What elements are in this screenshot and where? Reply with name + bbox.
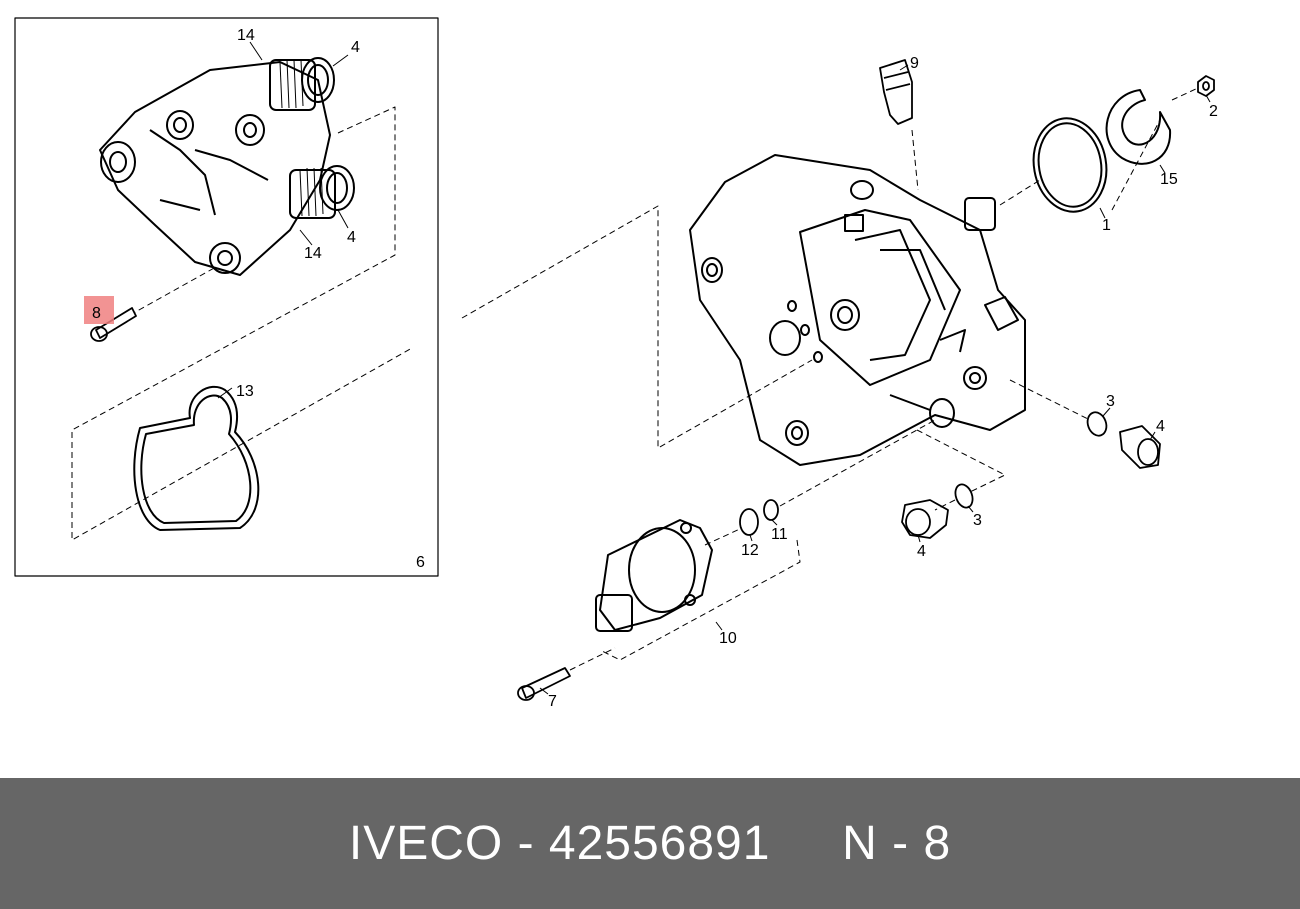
thread-lines (279, 59, 324, 217)
label-7: 7 (548, 693, 557, 710)
seal-3b (954, 483, 974, 509)
label-15: 15 (1160, 171, 1178, 188)
label-3a: 3 (1106, 393, 1115, 410)
label-12: 12 (741, 542, 759, 559)
pump-head-assembly (99, 57, 355, 276)
part-labels: 14 4 14 4 8 13 6 9 2 15 1 3 4 3 4 12 11 … (92, 27, 1218, 710)
label-3b: 3 (973, 512, 982, 529)
label-14b: 14 (304, 245, 322, 262)
o-ring-1 (1032, 117, 1108, 213)
seal-3a (1086, 411, 1108, 437)
nut-2 (1197, 75, 1215, 97)
bolt-8 (90, 307, 137, 342)
inset-frame (14, 17, 439, 577)
footer-bar: IVECO - 42556891 N - 8 (0, 778, 1300, 909)
label-4b: 4 (347, 229, 356, 246)
label-10: 10 (719, 630, 737, 647)
exploded-parts-diagram: 14 4 14 4 8 13 6 9 2 15 1 3 4 3 4 12 11 … (14, 17, 1218, 710)
label-13: 13 (236, 383, 254, 400)
label-4c: 4 (1156, 418, 1165, 435)
highlight-8 (84, 296, 114, 324)
clip-15 (1105, 89, 1172, 165)
gasket-13 (133, 385, 260, 531)
label-8: 8 (92, 305, 101, 322)
o-ring-11 (763, 499, 779, 521)
label-4a: 4 (351, 39, 360, 56)
sensor-9 (879, 59, 913, 125)
screw-7 (517, 667, 571, 701)
fitting-4c (1119, 425, 1161, 469)
o-ring-12 (739, 508, 759, 536)
label-4d: 4 (917, 543, 926, 560)
label-6: 6 (416, 554, 425, 571)
label-2: 2 (1209, 103, 1218, 120)
fitting-4d (901, 499, 949, 539)
label-1: 1 (1102, 217, 1111, 234)
label-14a: 14 (237, 27, 255, 44)
label-11: 11 (771, 526, 788, 543)
metering-unit-10 (595, 519, 713, 632)
main-leaders (539, 64, 1211, 695)
label-9: 9 (910, 55, 919, 72)
main-pump-body (689, 154, 1026, 466)
footer-caption: IVECO - 42556891 N - 8 (348, 817, 952, 870)
main-dashed-lines (461, 87, 1199, 671)
